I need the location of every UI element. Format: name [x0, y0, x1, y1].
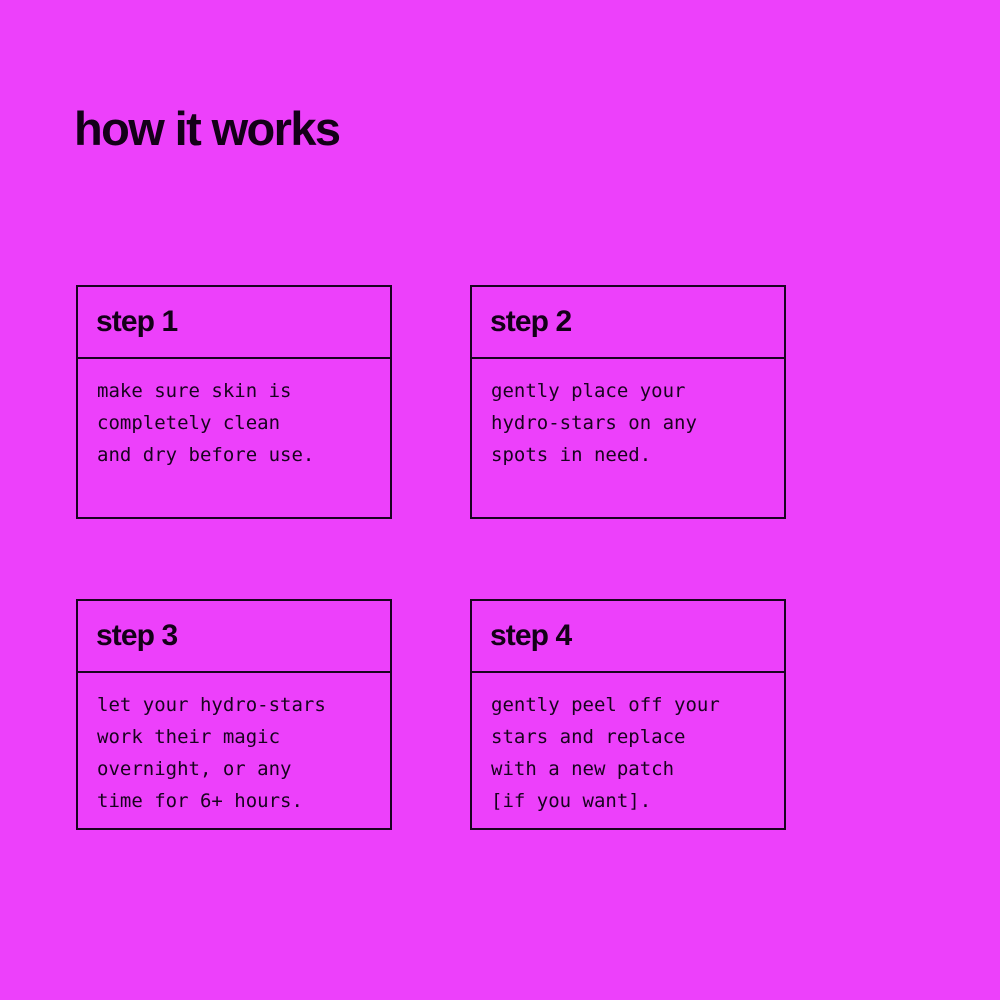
steps-grid: step 1 make sure skin is completely clea… — [76, 285, 787, 830]
step-card-3-title: step 3 — [96, 619, 178, 652]
step-card-2-header: step 2 — [472, 287, 784, 359]
step-card-4-title: step 4 — [490, 619, 572, 652]
step-card-2-body: gently place your hydro-stars on any spo… — [472, 359, 784, 517]
page-title: how it works — [74, 102, 341, 155]
step-card-2: step 2 gently place your hydro-stars on … — [470, 285, 786, 519]
step-card-3: step 3 let your hydro-stars work their m… — [76, 599, 392, 830]
step-card-4-text: gently peel off your stars and replace w… — [491, 694, 720, 812]
step-card-3-text: let your hydro-stars work their magic ov… — [97, 694, 326, 812]
step-card-4-header: step 4 — [472, 601, 784, 673]
step-card-1-title: step 1 — [96, 305, 178, 338]
step-card-3-header: step 3 — [78, 601, 390, 673]
step-card-4: step 4 gently peel off your stars and re… — [470, 599, 786, 830]
step-card-2-title: step 2 — [490, 305, 572, 338]
step-card-1-body: make sure skin is completely clean and d… — [78, 359, 390, 517]
step-card-2-text: gently place your hydro-stars on any spo… — [491, 380, 697, 466]
step-card-1: step 1 make sure skin is completely clea… — [76, 285, 392, 519]
step-card-1-header: step 1 — [78, 287, 390, 359]
step-card-3-body: let your hydro-stars work their magic ov… — [78, 673, 390, 828]
step-card-4-body: gently peel off your stars and replace w… — [472, 673, 784, 828]
step-card-1-text: make sure skin is completely clean and d… — [97, 380, 315, 466]
